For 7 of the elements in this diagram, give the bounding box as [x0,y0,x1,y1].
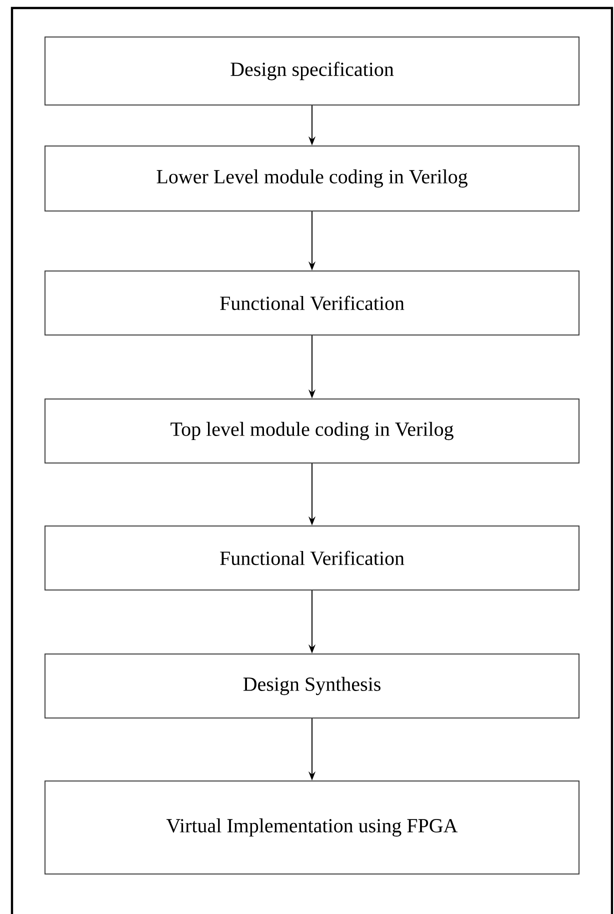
process-box: Top level module coding in Verilog [44,398,580,464]
process-box: Virtual Implementation using FPGA [44,780,580,874]
process-box: Lower Level module coding in Verilog [44,146,580,212]
process-box: Design Synthesis [44,654,580,718]
process-box: Design specification [44,36,580,106]
process-box: Functional Verification [44,270,580,336]
process-box: Functional Verification [44,526,580,590]
